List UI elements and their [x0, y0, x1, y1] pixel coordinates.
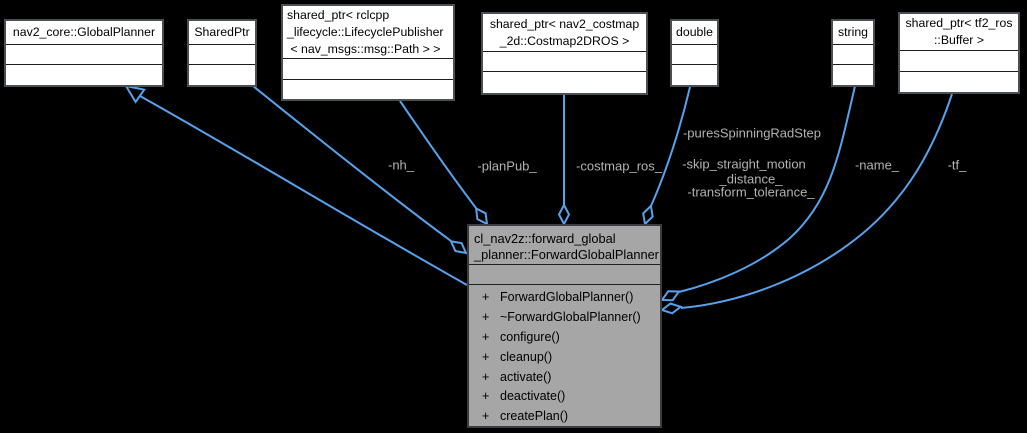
edge-name: [678, 85, 856, 293]
methods-compartment: [283, 80, 453, 99]
node-costmap2dros[interactable]: shared_ptr< nav2_costmap _2d::Costmap2DR…: [481, 12, 648, 95]
visibility-sign: +: [482, 409, 490, 424]
methods-compartment: + ForwardGlobalPlanner() + ~ForwardGloba…: [469, 285, 660, 426]
class-name: < nav_msgs::msg::Path > >: [287, 41, 441, 56]
visibility-sign: +: [482, 389, 490, 404]
methods-compartment: [833, 65, 873, 85]
class-name: shared_ptr< tf2_ros: [905, 16, 1013, 30]
methods-compartment: [189, 65, 255, 85]
edge-inheritance: [139, 95, 468, 286]
edge-label-nh: -nh_: [387, 157, 415, 173]
visibility-sign: +: [482, 369, 490, 384]
class-name: _planner::ForwardGlobalPlanner: [474, 246, 659, 262]
method-name: ForwardGlobalPlanner(): [500, 289, 634, 304]
class-name: string: [837, 25, 869, 39]
aggregation-diamond-icon: [557, 202, 571, 227]
node-tf2-buffer[interactable]: shared_ptr< tf2_ros ::Buffer >: [898, 12, 1020, 94]
class-name: double: [676, 25, 713, 39]
visibility-sign: +: [482, 349, 490, 364]
node-forward-global-planner[interactable]: cl_nav2z::forward_global _planner::Forwa…: [467, 224, 662, 428]
method-name: deactivate(): [500, 389, 566, 404]
methods-compartment: [900, 72, 1018, 92]
edge-nh: [252, 85, 452, 242]
class-name: cl_nav2z::forward_global: [474, 231, 616, 246]
class-name: _lifecycle::LifecyclePublisher: [287, 24, 444, 39]
node-lifecycle-publisher[interactable]: shared_ptr< rclcpp _lifecycle::Lifecycle…: [281, 4, 455, 101]
methods-compartment: [483, 72, 646, 93]
attributes-compartment: [672, 45, 717, 65]
class-name: nav2_core::GlobalPlanner: [12, 25, 156, 39]
edge-label-costmap-ros: -costmap_ros_: [576, 158, 662, 174]
edge-label-name: -name_: [854, 157, 900, 173]
class-name: _2d::Costmap2DROS >: [499, 33, 630, 48]
attributes-compartment: [283, 59, 453, 80]
aggregation-diamond-icon: [449, 239, 468, 255]
visibility-sign: +: [482, 289, 490, 304]
method-item: + cleanup(): [469, 347, 660, 367]
edge-label-pures-spinning: -puresSpinningRadStep: [682, 125, 822, 141]
edge-label-tf: -tf_: [947, 157, 967, 173]
edge-label-transform-tolerance: -transform_tolerance_: [687, 184, 815, 200]
method-name: activate(): [500, 369, 552, 384]
aggregation-diamond-icon: [474, 206, 489, 226]
methods-compartment: [672, 65, 717, 85]
class-name: ::Buffer >: [933, 33, 985, 47]
attributes-compartment: [483, 52, 646, 72]
inheritance-triangle-icon: [123, 84, 146, 104]
method-item: + activate(): [469, 367, 660, 387]
method-item: + ForwardGlobalPlanner(): [469, 287, 660, 307]
edge-double: [650, 86, 691, 207]
edge-label-skip-straight: -skip_straight_motion: [682, 156, 806, 172]
method-item: + createPlan(): [469, 406, 660, 426]
class-name: shared_ptr< rclcpp: [287, 7, 390, 22]
aggregation-diamond-icon: [660, 290, 681, 302]
node-double[interactable]: double: [670, 19, 719, 87]
method-name: configure(): [500, 329, 560, 344]
method-item: + configure(): [469, 327, 660, 347]
method-name: cleanup(): [500, 349, 553, 364]
visibility-sign: +: [482, 329, 490, 344]
methods-compartment: [6, 65, 162, 85]
node-sharedptr[interactable]: SharedPtr: [187, 19, 257, 87]
visibility-sign: +: [482, 309, 490, 324]
attributes-compartment: [833, 45, 873, 65]
node-nav2-core-globalplanner[interactable]: nav2_core::GlobalPlanner: [4, 19, 164, 87]
attributes-compartment: [900, 51, 1018, 72]
class-name: shared_ptr< nav2_costmap: [489, 16, 640, 31]
edge-planpub: [399, 100, 477, 209]
method-name: createPlan(): [500, 409, 569, 424]
edge-label-distance: _distance_: [719, 171, 783, 187]
attributes-compartment: [189, 45, 255, 65]
edge-label-planpub: -planPub_: [477, 158, 537, 174]
attributes-compartment: [469, 265, 660, 285]
class-name: SharedPtr: [194, 25, 250, 39]
edge-tf: [680, 93, 953, 309]
attributes-compartment: [6, 45, 162, 65]
aggregation-diamond-icon: [642, 203, 654, 227]
node-string[interactable]: string: [831, 19, 875, 87]
method-name: ~ForwardGlobalPlanner(): [500, 309, 641, 324]
method-item: + ~ForwardGlobalPlanner(): [469, 307, 660, 327]
method-item: + deactivate(): [469, 386, 660, 406]
aggregation-diamond-icon: [659, 302, 683, 315]
